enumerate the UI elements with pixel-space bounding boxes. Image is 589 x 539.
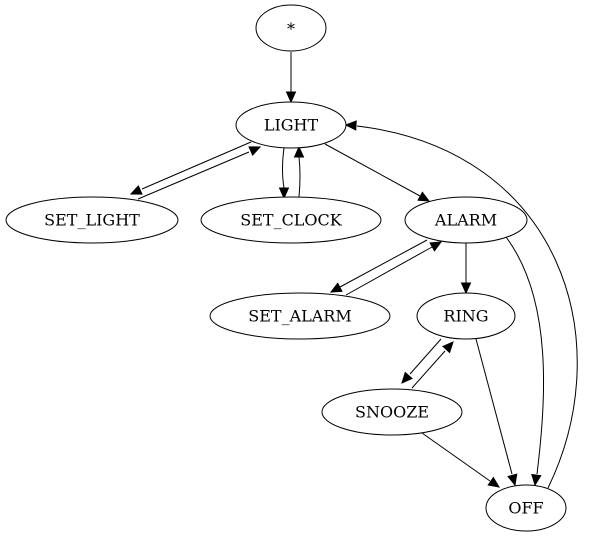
edge-ring-to-snooze	[401, 338, 442, 384]
nodes-layer: * LIGHT SET_LIGHT SET_CLOCK ALARM SET_ALARM RI…	[5, 4, 567, 532]
edge-line	[282, 147, 285, 189]
edge-line	[324, 143, 421, 197]
edge-light-to-set_light	[129, 141, 252, 195]
node-alarm: ALARM	[404, 196, 528, 244]
node-start: *	[255, 4, 327, 52]
arrowhead-icon	[344, 120, 357, 131]
node-ellipse	[404, 196, 528, 244]
edge-line	[505, 236, 545, 475]
node-ellipse	[485, 484, 567, 532]
edge-line	[409, 338, 442, 375]
edge-line	[475, 338, 513, 475]
edge-light-to-alarm	[324, 143, 431, 202]
arrowhead-icon	[531, 473, 542, 487]
node-label: SET_ALARM	[248, 307, 351, 326]
node-label: LIGHT	[264, 116, 319, 135]
edge-alarm-to-off	[505, 236, 545, 487]
arrowhead-icon	[329, 282, 343, 293]
edge-line	[411, 350, 446, 389]
node-label: SET_LIGHT	[44, 211, 140, 230]
edge-line	[356, 125, 578, 489]
node-ellipse	[416, 292, 516, 340]
node-ellipse	[209, 292, 391, 340]
node-label: OFF	[508, 499, 543, 518]
arrowhead-icon	[460, 282, 472, 295]
arrowhead-icon	[487, 476, 501, 488]
edge-set_light-to-light	[137, 146, 262, 200]
arrowhead-icon	[129, 184, 143, 195]
arrowhead-icon	[278, 187, 290, 200]
node-set-clock: SET_CLOCK	[200, 196, 382, 244]
edge-ring-to-off	[475, 338, 518, 487]
edge-set_clock-to-light	[293, 145, 305, 198]
edge-set_alarm-to-alarm	[345, 241, 443, 296]
edge-line	[421, 432, 491, 482]
edge-snooze-to-ring	[411, 341, 454, 389]
edge-alarm-to-ring	[460, 243, 472, 295]
node-set-alarm: SET_ALARM	[209, 292, 391, 340]
arrowhead-icon	[429, 241, 443, 252]
node-ellipse	[255, 4, 327, 52]
edge-light-to-set_clock	[278, 147, 290, 200]
node-ellipse	[235, 101, 347, 149]
node-snooze: SNOOZE	[321, 388, 463, 436]
node-ring: RING	[416, 292, 516, 340]
node-label: SET_CLOCK	[240, 211, 343, 230]
edge-off-to-light	[344, 120, 578, 489]
arrowhead-icon	[507, 473, 518, 487]
node-ellipse	[200, 196, 382, 244]
edge-line	[298, 156, 301, 198]
edge-line	[137, 151, 250, 200]
node-set-light: SET_LIGHT	[5, 196, 179, 244]
node-label: ALARM	[434, 211, 497, 230]
node-label: SNOOZE	[355, 403, 429, 422]
node-ellipse	[5, 196, 179, 244]
node-off: OFF	[485, 484, 567, 532]
edge-line	[141, 141, 252, 190]
edges-layer	[129, 52, 578, 489]
node-label: RING	[443, 307, 488, 326]
arrowhead-icon	[442, 341, 454, 354]
node-ellipse	[321, 388, 463, 436]
arrowhead-icon	[285, 91, 297, 104]
edge-snooze-to-off	[421, 432, 501, 488]
arrowhead-icon	[417, 191, 431, 202]
arrowhead-icon	[248, 146, 262, 157]
arrowhead-icon	[401, 371, 413, 384]
edge-start-to-light	[285, 52, 297, 104]
node-light: LIGHT	[235, 101, 347, 149]
node-label: *	[287, 20, 295, 39]
edge-line	[339, 239, 428, 288]
edge-alarm-to-set_alarm	[329, 239, 428, 293]
arrowhead-icon	[293, 145, 305, 158]
edge-line	[345, 246, 433, 296]
